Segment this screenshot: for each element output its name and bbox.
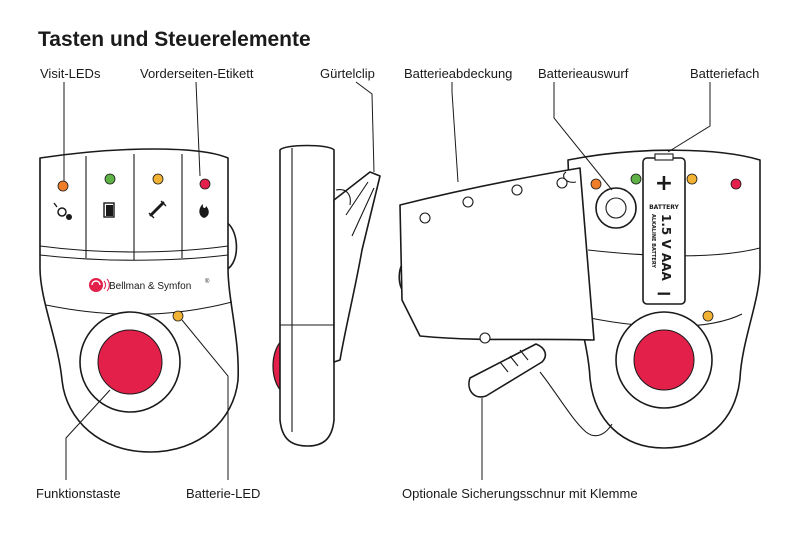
back-led-orange — [591, 179, 601, 189]
back-led-yellow — [687, 174, 697, 184]
back-battery-led — [703, 311, 713, 321]
belt-clip[interactable] — [334, 172, 380, 362]
battery-eject-center — [606, 198, 626, 218]
leader-battery-cover — [452, 82, 458, 182]
back-led-red — [731, 179, 741, 189]
side-view — [273, 146, 380, 447]
leader-belt-clip — [356, 82, 374, 172]
visit-led-yellow — [153, 174, 163, 184]
cover-hole-1 — [420, 213, 430, 223]
battery-terminal — [655, 154, 673, 160]
cover-hole-2 — [463, 197, 473, 207]
visit-led-red — [200, 179, 210, 189]
cover-hole-3 — [512, 185, 522, 195]
battery-voltage: 1.5 V AAA — [659, 214, 673, 281]
brand-mark: ® — [205, 278, 210, 285]
back-function-button — [634, 330, 694, 390]
cover-hole-5 — [480, 333, 490, 343]
back-view: + BATTERY 1.5 V AAA ALKALINE BATTERY − — [399, 150, 760, 448]
back-led-green — [631, 174, 641, 184]
side-body — [280, 146, 334, 447]
visit-led-orange — [58, 181, 68, 191]
battery-top-label: BATTERY — [649, 204, 679, 211]
leader-battery-compartment — [668, 82, 710, 152]
front-view: Bellman & Symfon ® — [40, 149, 238, 452]
battery-compartment: + BATTERY 1.5 V AAA ALKALINE BATTERY − — [643, 154, 685, 305]
visit-led-green — [105, 174, 115, 184]
battery-type: ALKALINE BATTERY — [650, 214, 656, 268]
cover-hole-4 — [557, 178, 567, 188]
battery-minus: − — [656, 281, 673, 305]
function-button[interactable] — [98, 330, 162, 394]
battery-led — [173, 311, 183, 321]
brand-name: Bellman & Symfon — [109, 281, 191, 292]
battery-cover[interactable] — [400, 168, 594, 340]
battery-plus: + — [655, 171, 673, 196]
